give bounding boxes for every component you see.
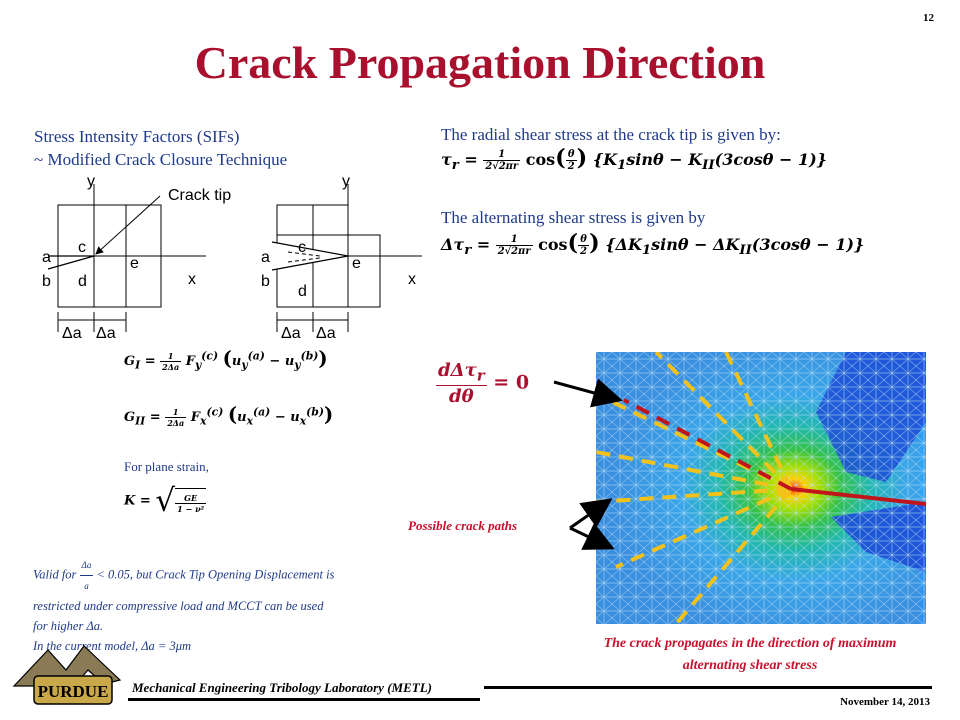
node-b-left: b bbox=[42, 273, 51, 290]
validity-line3: for higher Δa. bbox=[33, 619, 104, 633]
path-7 bbox=[724, 352, 793, 490]
validity-line1: Valid for Δa a < 0.05, but Crack Tip Open… bbox=[33, 555, 433, 596]
delta-a-left-2: Δa bbox=[96, 325, 116, 342]
node-d-left: d bbox=[78, 273, 87, 290]
logo-banner bbox=[33, 675, 113, 705]
node-a-left: a bbox=[42, 249, 51, 266]
node-a-right: a bbox=[261, 249, 270, 266]
sif-heading: Stress Intensity Factors (SIFs) ~ Modifi… bbox=[34, 125, 287, 171]
footer-line-right bbox=[484, 686, 932, 689]
node-e-right: e bbox=[352, 255, 361, 272]
path-4 bbox=[596, 487, 792, 504]
node-b-right: b bbox=[261, 273, 270, 290]
mcct-diagram: Crack tip y x a b c d e Δa Δa y x a b c … bbox=[42, 173, 422, 342]
axis-y-left: y bbox=[87, 173, 95, 190]
validity-line1-pre: Valid for bbox=[33, 567, 77, 582]
fem-crack-image bbox=[596, 352, 926, 624]
lab-name: Mechanical Engineering Tribology Laborat… bbox=[132, 680, 432, 695]
crack-left bbox=[47, 255, 95, 270]
validity-line2: restricted under compressive load and MC… bbox=[33, 599, 324, 613]
delta-a-right-2: Δa bbox=[316, 325, 336, 342]
delta-a-right-1: Δa bbox=[281, 325, 301, 342]
arrow-paths-1 bbox=[569, 498, 613, 530]
validity-frac-num: Δa bbox=[79, 555, 94, 576]
node-e-left: e bbox=[130, 255, 139, 272]
possible-paths bbox=[596, 352, 793, 624]
path-6 bbox=[674, 487, 793, 624]
purdue-logo: PURDUE bbox=[12, 645, 122, 705]
validity-frac-den: a bbox=[84, 581, 89, 591]
node-d-right: d bbox=[298, 283, 307, 300]
validity-line1-post: < 0.05, but Crack Tip Opening Displaceme… bbox=[96, 567, 335, 582]
axis-y-right: y bbox=[342, 173, 350, 190]
mcct-right-mesh bbox=[271, 184, 422, 332]
crack-tip-label: Crack tip bbox=[168, 187, 231, 204]
radial-stress-text: The radial shear stress at the crack tip… bbox=[441, 125, 781, 144]
axis-x-left: x bbox=[188, 271, 196, 288]
node-c-right: c bbox=[298, 239, 306, 256]
caption-line1: The crack propagates in the direction of… bbox=[603, 636, 897, 651]
validity-fraction: Δa a bbox=[79, 555, 94, 596]
caption-line2: alternating shear stress bbox=[682, 658, 818, 673]
crack-closure-dash bbox=[287, 251, 321, 263]
mesh-top-right bbox=[276, 204, 349, 236]
alternating-stress-text: The alternating shear stress is given by bbox=[441, 208, 706, 227]
crack-tip-arrow bbox=[95, 195, 161, 255]
delta-a-left-1: Δa bbox=[62, 325, 82, 342]
axis-x-right: x bbox=[408, 271, 416, 288]
slide-title: Crack Propagation Direction bbox=[194, 37, 766, 88]
annotation-arrows bbox=[553, 378, 623, 550]
validity-line4: In the current model, Δa = 3μm bbox=[33, 639, 192, 653]
possible-paths-label: Possible crack paths bbox=[408, 518, 518, 533]
arrow-paths-2 bbox=[569, 522, 615, 550]
page-number: 12 bbox=[923, 12, 934, 24]
predicted-crack-path bbox=[623, 398, 792, 491]
crack-right bbox=[271, 241, 349, 271]
logo-text: PURDUE bbox=[38, 682, 109, 701]
arrow-to-crack bbox=[553, 378, 623, 408]
fem-mesh bbox=[596, 352, 926, 624]
validity-note: Valid for Δa a < 0.05, but Crack Tip Open… bbox=[33, 555, 433, 656]
path-3 bbox=[596, 450, 792, 491]
path-5 bbox=[615, 487, 792, 569]
footer-line-left bbox=[128, 698, 480, 701]
existing-crack bbox=[790, 487, 926, 506]
sif-heading-line2: ~ Modified Crack Closure Technique bbox=[34, 150, 288, 169]
sif-heading-line1: Stress Intensity Factors (SIFs) bbox=[34, 127, 240, 146]
mcct-left-mesh bbox=[47, 184, 206, 332]
fem-caption: The crack propagates in the direction of… bbox=[545, 633, 955, 677]
node-c-left: c bbox=[78, 239, 86, 256]
plane-strain-label: For plane strain, bbox=[124, 459, 209, 474]
path-1 bbox=[654, 352, 793, 491]
slide-date: November 14, 2013 bbox=[840, 696, 930, 708]
